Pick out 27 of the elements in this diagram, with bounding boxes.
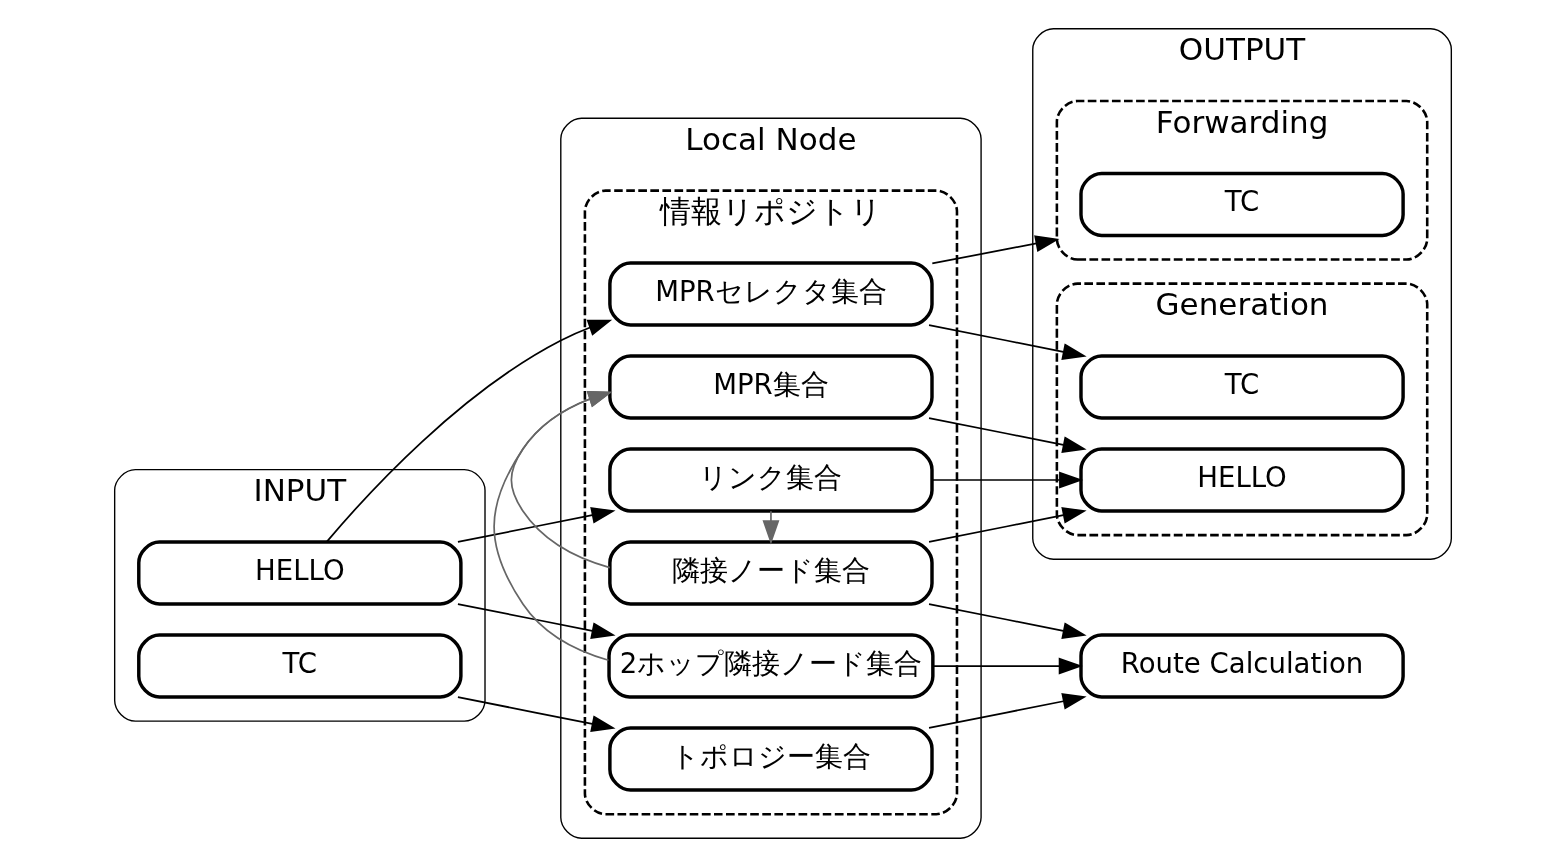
- node-box: TC: [137, 633, 463, 699]
- arrow: [325, 319, 613, 543]
- arrow: [931, 235, 1060, 265]
- arrow: [931, 471, 1084, 489]
- node-box: TC: [1079, 171, 1405, 238]
- arrow: [457, 696, 616, 733]
- node-box: HELLO: [137, 540, 463, 606]
- node-box: HELLO: [1079, 447, 1405, 513]
- arrow: [510, 391, 613, 569]
- arrow: [928, 693, 1087, 729]
- arrow: [762, 510, 780, 545]
- arrow: [932, 657, 1083, 675]
- arrow: [493, 391, 613, 662]
- node-box: MPRセレクタ集合: [608, 261, 934, 327]
- node-box: MPR集合: [608, 354, 934, 420]
- node-box: TC: [1079, 354, 1405, 420]
- node-box: トポロジー集合: [608, 726, 934, 792]
- arrow: [928, 507, 1087, 543]
- node-box: リンク集合: [608, 447, 934, 513]
- arrow: [457, 507, 616, 543]
- node-box: Route Calculation: [1079, 633, 1405, 699]
- arrow: [457, 603, 616, 640]
- arrow: [928, 603, 1087, 640]
- arrow: [928, 417, 1087, 454]
- node-box: 2ホップ隣接ノード集合: [607, 633, 935, 699]
- node-box: 隣接ノード集合: [608, 540, 934, 606]
- arrow: [928, 324, 1087, 360]
